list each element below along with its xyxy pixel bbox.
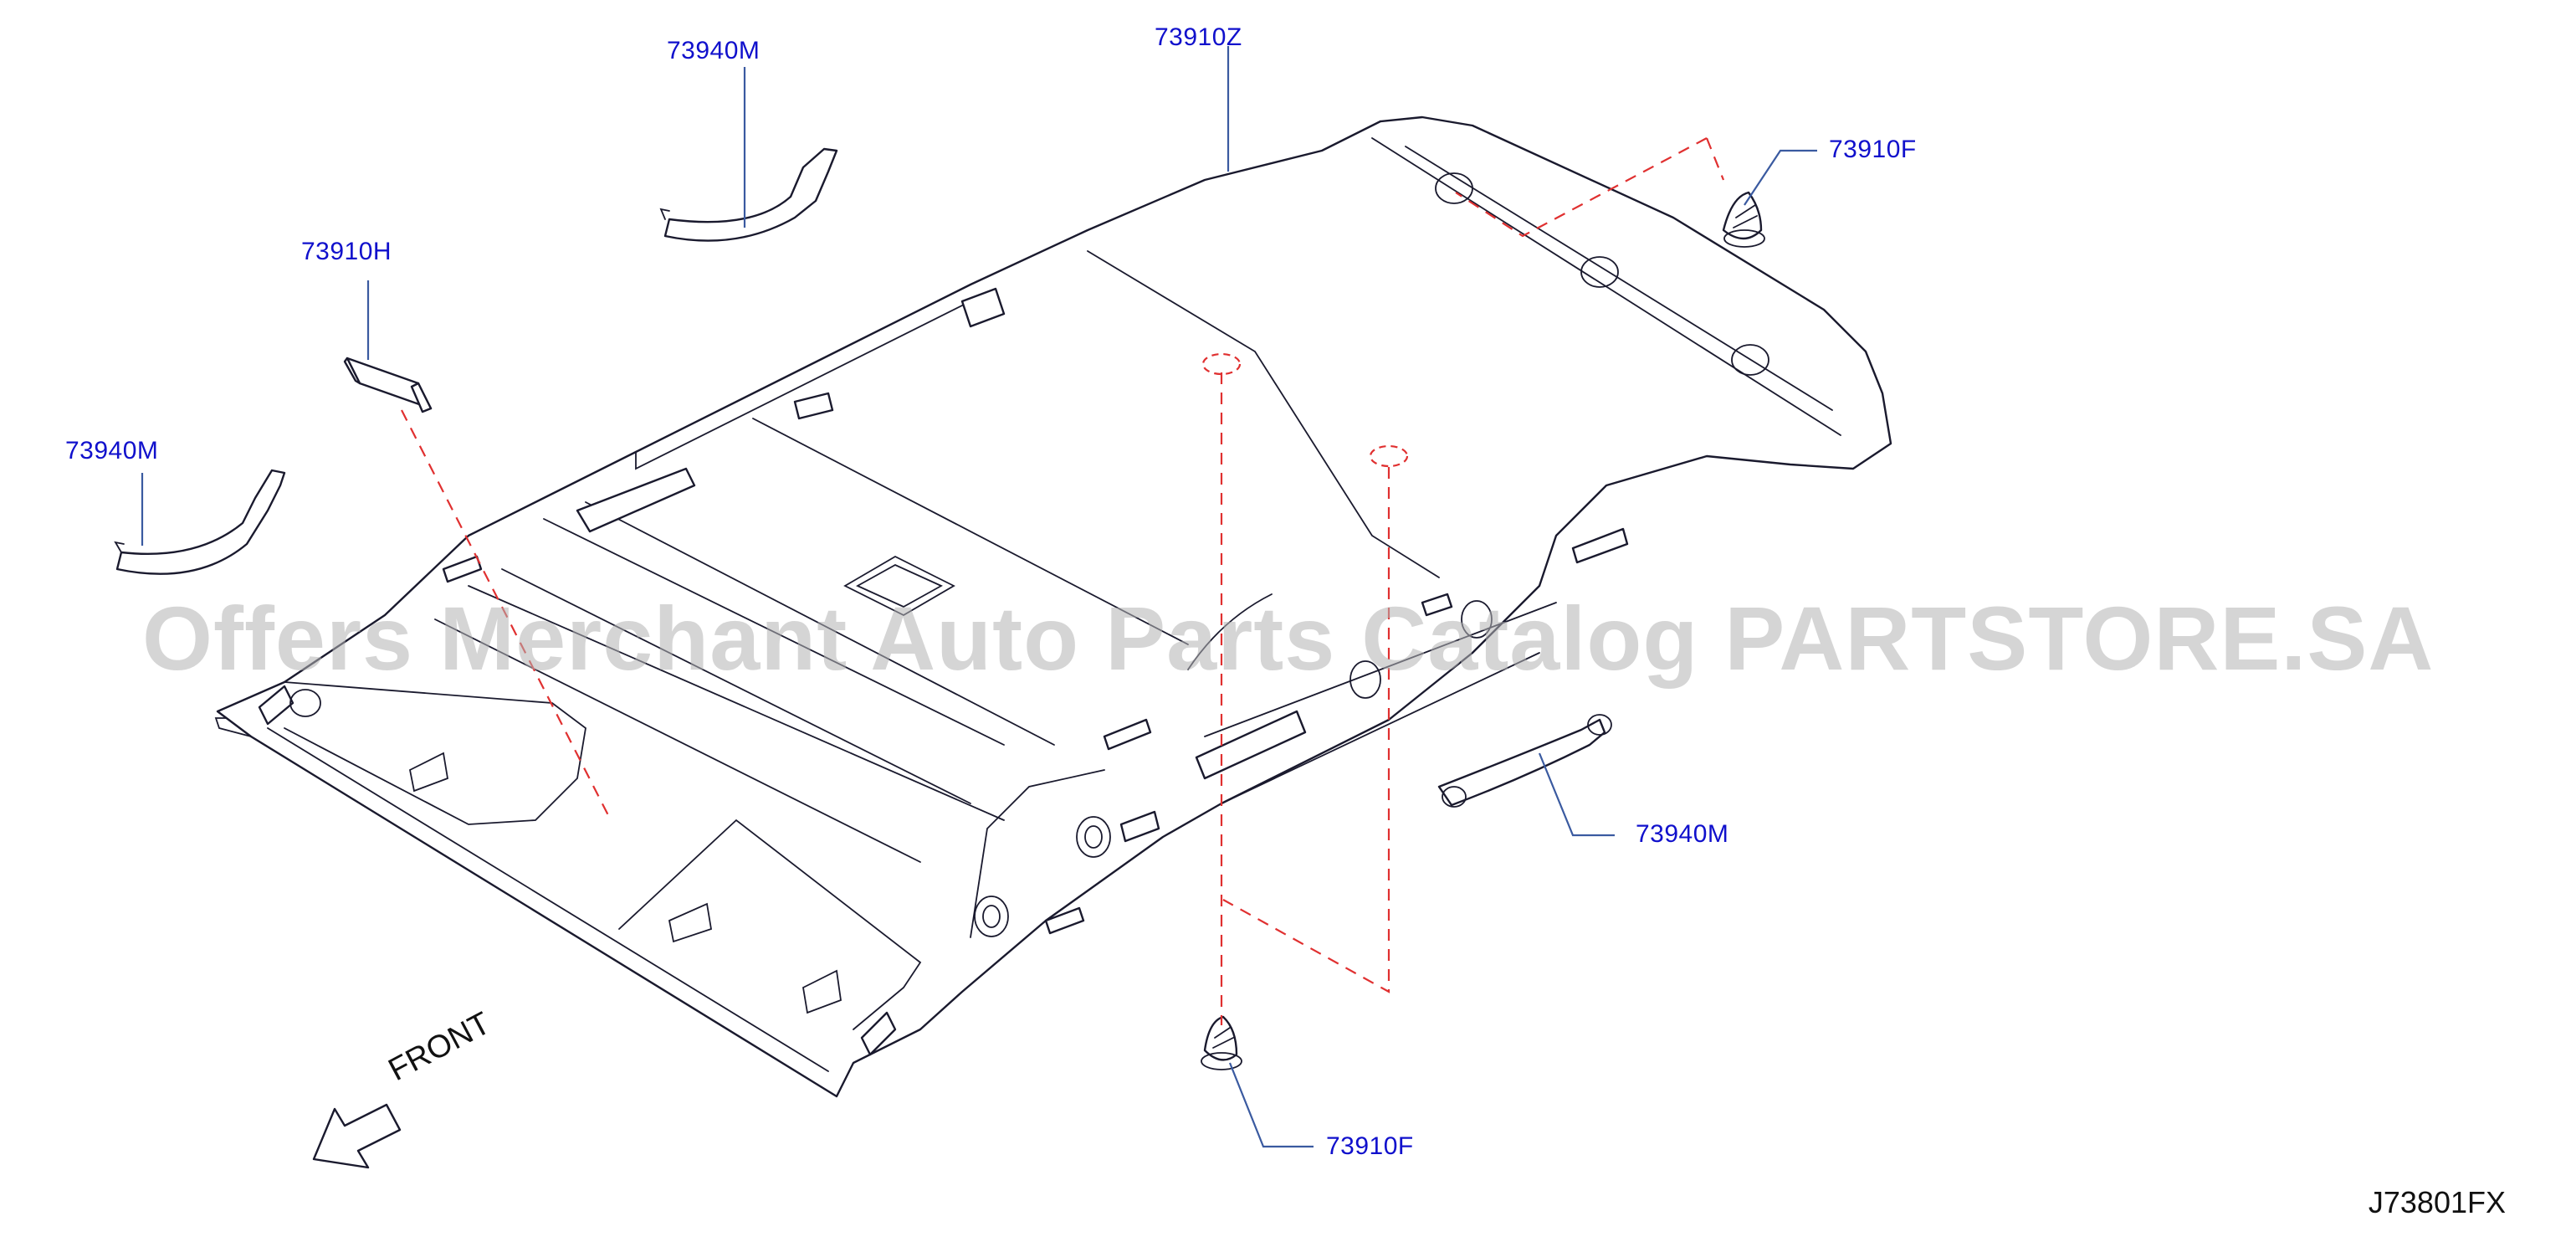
headlining-panel xyxy=(214,115,1892,1098)
callout-assist-grip-left: 73940M xyxy=(65,437,159,464)
leader-lines xyxy=(141,46,1817,1148)
callout-clip-bottom: 73910F xyxy=(1326,1132,1414,1160)
callout-headlining: 73910Z xyxy=(1155,23,1242,51)
assist-grip-left xyxy=(114,469,286,575)
assist-grip-right xyxy=(1437,714,1612,808)
headlining-pad xyxy=(343,357,433,413)
diagram-code: J73801FX xyxy=(2368,1185,2506,1219)
dashed-reference-lines xyxy=(401,137,1725,1025)
watermark: Offers Merchant Auto Parts Catalog PARTS… xyxy=(142,588,2435,689)
clip-top xyxy=(1722,191,1765,248)
callout-assist-grip-right: 73940M xyxy=(1636,820,1729,848)
clip-bottom xyxy=(1201,1015,1242,1070)
callout-pad: 73910H xyxy=(301,238,392,265)
assist-grip-top xyxy=(659,147,838,242)
front-arrow-icon xyxy=(312,1103,402,1169)
callout-clip-top: 73910F xyxy=(1829,136,1917,163)
callout-assist-grip-top: 73940M xyxy=(667,37,761,64)
